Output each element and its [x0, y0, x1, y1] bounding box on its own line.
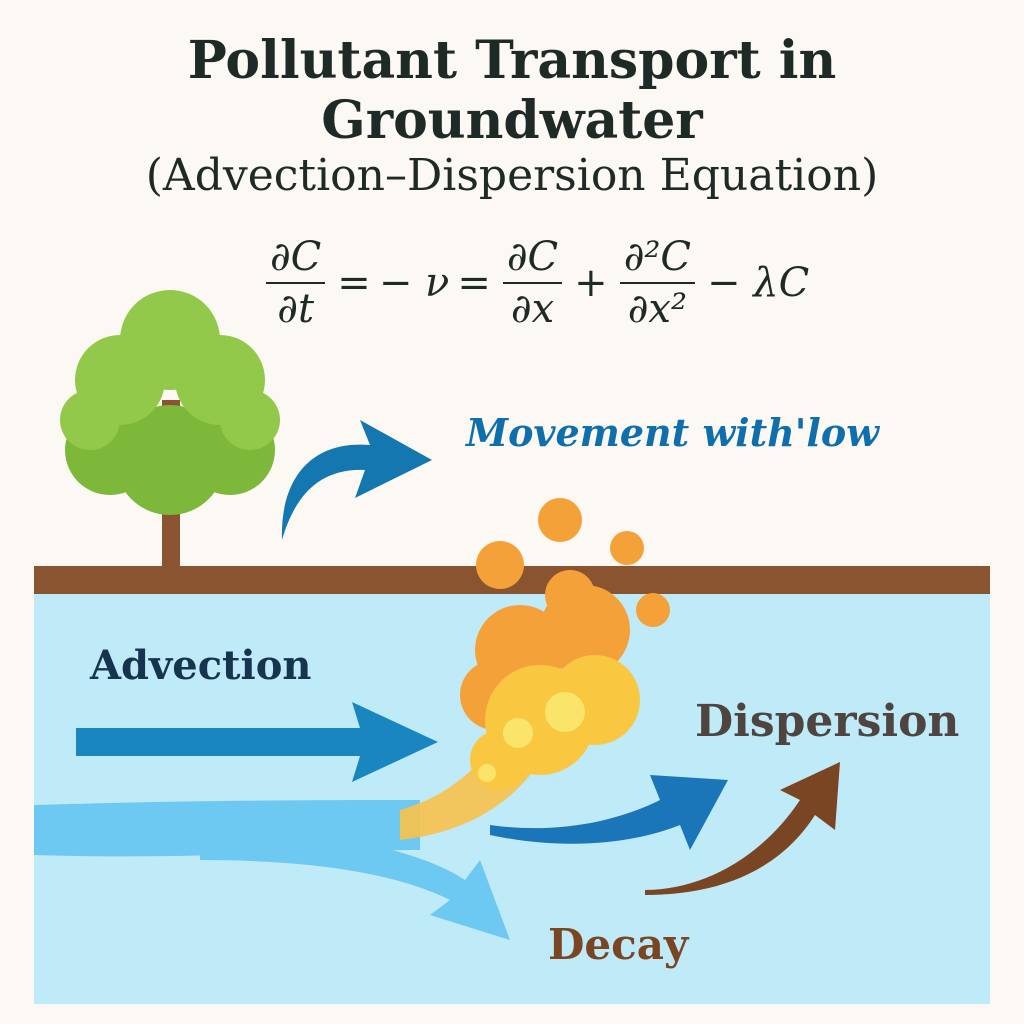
lhs-denominator: ∂t — [277, 286, 315, 332]
equals-sign-2: = — [457, 260, 491, 306]
decay-label: Decay — [548, 920, 689, 969]
advection-fraction: ∂C∂x — [502, 232, 563, 334]
advection-numerator: ∂C — [502, 232, 563, 284]
dispersion-fraction: ∂²C∂x² — [619, 232, 696, 334]
dispersion-arrow-brown — [645, 762, 840, 895]
flow-arrow-light — [200, 830, 510, 940]
movement-label: Movement with'low — [466, 410, 879, 455]
lhs-numerator: ∂C — [266, 232, 326, 284]
advection-arrow — [76, 702, 438, 782]
decay-term: − λC — [707, 260, 810, 306]
dispersion-denominator: ∂x² — [627, 286, 687, 332]
dispersion-arrow-blue — [490, 775, 728, 850]
plus-sign: + — [574, 260, 608, 306]
velocity-term: − ν — [378, 260, 450, 306]
advection-denominator: ∂x — [510, 286, 555, 332]
title-line-1: Pollutant Transport in — [187, 30, 837, 91]
equals-sign: = — [337, 260, 371, 306]
advection-dispersion-equation: ∂C∂t = − ν = ∂C∂x + ∂²C∂x² − λC — [262, 232, 817, 334]
advection-label: Advection — [90, 642, 312, 689]
tree-icon — [60, 290, 280, 568]
title-line-2: Groundwater — [321, 90, 703, 151]
subtitle: (Advection–Dispersion Equation) — [145, 150, 879, 201]
dispersion-numerator: ∂²C — [619, 232, 696, 284]
movement-arrow — [281, 420, 432, 540]
pollutant-plume — [460, 498, 670, 790]
dispersion-label: Dispersion — [695, 696, 960, 747]
lhs-fraction: ∂C∂t — [266, 232, 326, 334]
